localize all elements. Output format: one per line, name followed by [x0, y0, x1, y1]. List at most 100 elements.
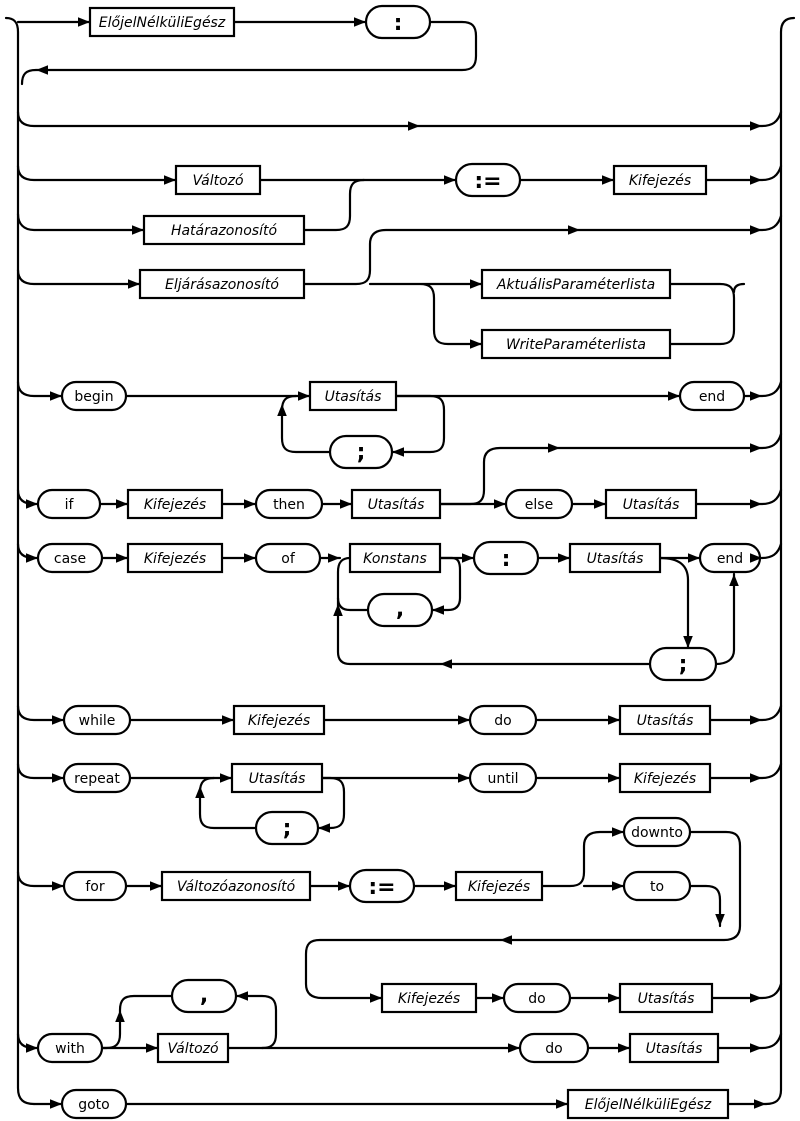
begin-keyword: begin — [60, 380, 128, 412]
arrowhead — [78, 17, 90, 27]
semicolon-repeat-symbol: ; — [254, 810, 320, 846]
svg-text:Utasítás: Utasítás — [638, 991, 695, 1007]
valtozo-with-nonterminal: Változó — [156, 1032, 230, 1064]
svg-text:Utasítás: Utasítás — [325, 389, 382, 405]
arrowhead — [392, 447, 404, 457]
arrowhead — [116, 499, 128, 509]
svg-text:of: of — [281, 551, 296, 567]
arrowhead — [683, 636, 693, 648]
eljarasazonosito-nonterminal: Eljárásazonosító — [138, 268, 306, 300]
then-keyword: then — [254, 488, 324, 520]
arrowhead — [618, 1043, 630, 1053]
svg-text:Változóazonosító: Változóazonosító — [177, 879, 296, 895]
kifejezes-if-nonterminal: Kifejezés — [126, 488, 224, 520]
svg-text:AktuálisParaméterlista: AktuálisParaméterlista — [496, 277, 655, 293]
arrowhead — [494, 499, 506, 509]
valtozo-nonterminal: Változó — [174, 164, 262, 196]
arrowhead — [115, 1010, 125, 1022]
arrowhead — [715, 914, 725, 926]
comma-case-symbol: , — [366, 592, 434, 628]
svg-text:while: while — [79, 713, 116, 729]
arrowhead — [164, 175, 176, 185]
proc-wires — [16, 214, 783, 286]
do-while-keyword: do — [468, 704, 538, 736]
if-keyword: if — [36, 488, 102, 520]
kifejezes-while-nonterminal: Kifejezés — [232, 704, 326, 736]
svg-text::: : — [394, 11, 403, 36]
write-parameterlista-nonterminal: WriteParaméterlista — [480, 328, 672, 360]
arrowhead — [612, 827, 624, 837]
arrowhead — [602, 175, 614, 185]
repeat-wires — [16, 762, 783, 780]
begin-wires — [16, 380, 783, 398]
arrowhead — [612, 881, 624, 891]
goto-keyword: goto — [60, 1088, 128, 1120]
arrowhead — [608, 993, 620, 1003]
svg-text:;: ; — [283, 816, 292, 841]
arrowhead — [128, 279, 140, 289]
svg-text:end: end — [699, 389, 725, 405]
arrowhead — [458, 715, 470, 725]
arrowhead — [750, 225, 762, 235]
while-keyword: while — [62, 704, 132, 736]
svg-text:;: ; — [679, 652, 688, 677]
arrowhead — [50, 391, 62, 401]
arrowhead — [236, 991, 248, 1001]
comma-with-symbol: , — [170, 978, 238, 1014]
arrowheads — [26, 17, 766, 1109]
utasitas-begin-nonterminal: Utasítás — [308, 380, 398, 412]
svg-text:Kifejezés: Kifejezés — [398, 991, 460, 1007]
arrowhead — [370, 993, 382, 1003]
semicolon-case-symbol: ; — [648, 646, 718, 682]
arrowhead — [492, 993, 504, 1003]
svg-text:Határazonosító: Határazonosító — [171, 223, 278, 239]
arrowhead — [220, 773, 232, 783]
arrowhead — [244, 499, 256, 509]
arrowhead — [116, 553, 128, 563]
svg-text:goto: goto — [78, 1097, 110, 1113]
arrowhead — [729, 574, 739, 586]
arrowhead — [338, 881, 350, 891]
arrowhead — [408, 121, 420, 131]
svg-text:until: until — [487, 771, 518, 787]
arrowhead — [432, 605, 444, 615]
empty-path — [16, 110, 783, 128]
arrowhead — [333, 604, 343, 616]
arrowhead — [26, 1043, 38, 1053]
arrowhead — [132, 225, 144, 235]
assign-symbol-1: := — [454, 162, 522, 198]
do-for-keyword: do — [502, 982, 572, 1014]
arrowhead — [328, 553, 340, 563]
kifejezes-case-nonterminal: Kifejezés — [126, 542, 224, 574]
arrowhead — [750, 443, 762, 453]
case-keyword: case — [36, 542, 104, 574]
label-nonterminal: ElőjelNélküliEgész — [88, 6, 236, 38]
arrowhead — [558, 553, 570, 563]
arrowhead — [318, 823, 330, 833]
arrowhead — [222, 715, 234, 725]
with-wires — [16, 1032, 783, 1050]
end-case-keyword: end — [698, 542, 762, 574]
utasitas-repeat-nonterminal: Utasítás — [230, 762, 324, 794]
svg-text:Eljárásazonosító: Eljárásazonosító — [165, 277, 279, 293]
svg-text::=: := — [368, 875, 395, 900]
arrowhead — [26, 499, 38, 509]
svg-text:Kifejezés: Kifejezés — [144, 551, 206, 567]
arrowhead — [500, 935, 512, 945]
while-wires — [16, 704, 783, 722]
arrowhead — [750, 993, 762, 1003]
arrowhead — [52, 715, 64, 725]
arrowhead — [150, 881, 162, 891]
for-keyword: for — [62, 870, 128, 902]
until-keyword: until — [468, 762, 538, 794]
kifejezes-repeat-nonterminal: Kifejezés — [618, 762, 712, 794]
kifejezes-for-nonterminal: Kifejezés — [454, 870, 544, 902]
svg-text:Utasítás: Utasítás — [587, 551, 644, 567]
utasitas-then-nonterminal: Utasítás — [350, 488, 442, 520]
svg-text:Utasítás: Utasítás — [368, 497, 425, 513]
arrowhead — [470, 339, 482, 349]
svg-text:,: , — [200, 983, 208, 1008]
svg-text:Utasítás: Utasítás — [646, 1041, 703, 1057]
arrowhead — [50, 1099, 62, 1109]
